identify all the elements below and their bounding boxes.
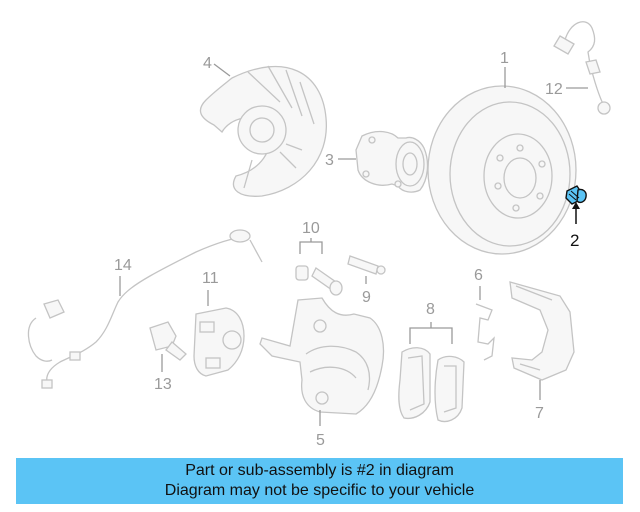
part-7-caliper-bracket[interactable] (509, 281, 575, 381)
part-2-bolt[interactable] (565, 185, 587, 205)
part-10-guide-bushing-set[interactable] (295, 265, 343, 296)
callout-13-label: 13 (154, 376, 172, 393)
part-11-caliper-motor[interactable] (193, 307, 245, 377)
callout-11-label: 11 (202, 270, 219, 287)
info-banner: Part or sub-assembly is #2 in diagram Di… (16, 458, 623, 504)
callout-4-label: 4 (203, 55, 212, 72)
callout-1-label: 1 (500, 50, 509, 67)
callout-10-leader (299, 238, 323, 254)
part-3-wheel-hub[interactable] (355, 130, 429, 193)
callout-12-label: 12 (545, 81, 563, 98)
callout-6-label: 6 (474, 267, 483, 284)
part-1-brake-rotor[interactable] (427, 85, 577, 255)
part-6-anti-rattle-clip[interactable] (475, 303, 495, 361)
callout-14-label: 14 (114, 257, 132, 274)
callout-8-label: 8 (426, 301, 435, 318)
parts-diagram: 4 3 1 12 2 (27, 21, 611, 449)
callout-7-label: 7 (535, 405, 544, 422)
callout-10-label: 10 (302, 220, 320, 237)
part-14-abs-harness[interactable] (27, 229, 263, 389)
part-9-guide-pin[interactable] (347, 255, 386, 275)
part-8-brake-pads[interactable] (398, 347, 465, 423)
callout-9-label: 9 (362, 289, 371, 306)
callout-8-leader (409, 322, 453, 344)
callout-2-label: 2 (570, 231, 579, 250)
callout-3-label: 3 (325, 152, 334, 169)
banner-line-2: Diagram may not be specific to your vehi… (164, 482, 475, 499)
part-4-dust-shield[interactable] (199, 65, 327, 197)
banner-line-1: Part or sub-assembly is #2 in diagram (185, 462, 454, 479)
part-12-brake-hose[interactable] (553, 21, 611, 115)
part-5-brake-caliper[interactable] (259, 297, 385, 415)
callout-5-label: 5 (316, 432, 325, 449)
callout-4-leader (213, 63, 231, 77)
callout-2-arrow (572, 202, 580, 209)
part-13-sensor[interactable] (149, 321, 187, 361)
